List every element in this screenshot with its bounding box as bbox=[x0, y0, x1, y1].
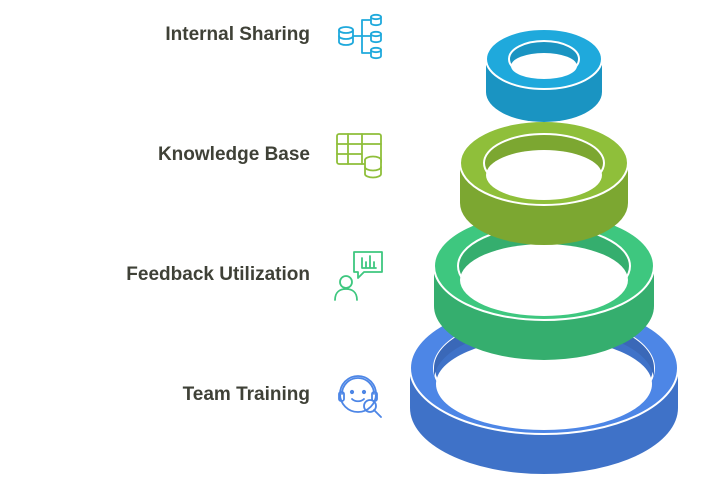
label-feedback-utilization: Feedback Utilization bbox=[126, 264, 310, 285]
label-internal-sharing: Internal Sharing bbox=[165, 24, 310, 45]
ring-feedback-utilization bbox=[433, 211, 655, 360]
ring-knowledge-base bbox=[459, 120, 629, 245]
headset-support-icon bbox=[338, 375, 382, 418]
database-share-icon bbox=[338, 13, 382, 60]
label-knowledge-base: Knowledge Base bbox=[157, 144, 310, 165]
table-database-icon bbox=[336, 133, 382, 179]
label-team-training: Team Training bbox=[182, 384, 310, 405]
ring-internal-sharing bbox=[485, 28, 603, 122]
feedback-chat-person-icon bbox=[334, 251, 383, 301]
